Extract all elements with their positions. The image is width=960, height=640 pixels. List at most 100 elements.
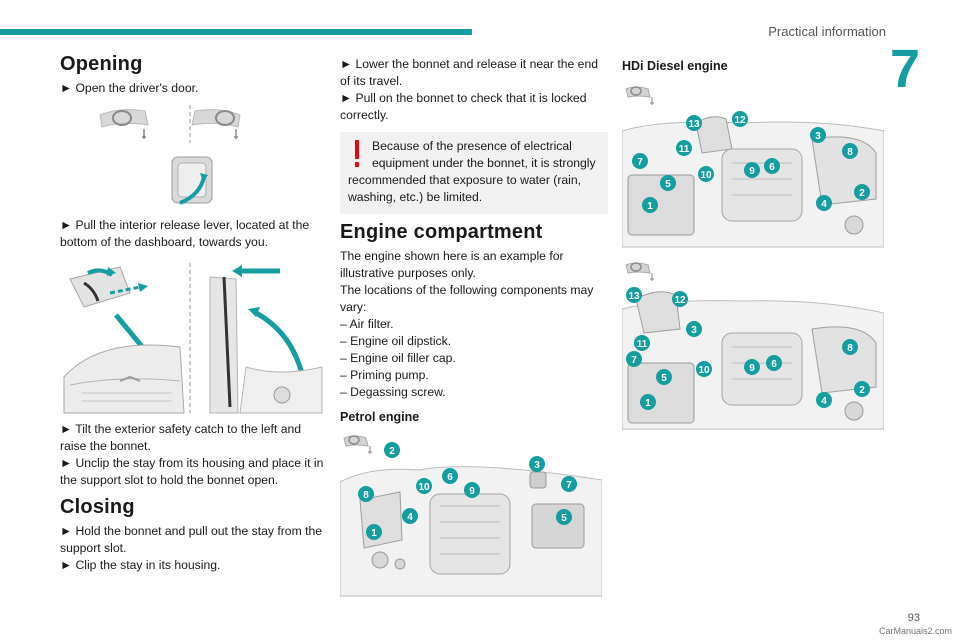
- svg-text:13: 13: [628, 291, 640, 302]
- petrol-engine-illustration: 2 3 6 10 9 7 8 4 5 1: [340, 430, 608, 598]
- engine-item-priming-pump: – Priming pump.: [340, 368, 429, 382]
- svg-text:8: 8: [847, 147, 853, 158]
- engine-item-degassing-screw: – Degassing screw.: [340, 385, 446, 399]
- petrol-callouts: 2 3 6 10 9 7 8 4 5 1: [358, 442, 577, 540]
- svg-text:2: 2: [859, 188, 865, 199]
- callout-5: 5: [556, 509, 572, 525]
- svg-text:1: 1: [647, 201, 653, 212]
- callout-6: 6: [442, 468, 458, 484]
- svg-text:7: 7: [637, 157, 643, 168]
- callout-5: 5: [656, 369, 672, 385]
- driver-door-illustration: [60, 103, 325, 211]
- diesel-lhd-callouts: 13 12 3 11 8 7 6 9 10 5 2 4 1: [632, 111, 870, 213]
- svg-text:2: 2: [859, 385, 865, 396]
- callout-13: 13: [686, 115, 702, 131]
- callout-1: 1: [640, 394, 656, 410]
- column-opening: Opening ► Open the driver's door.: [60, 53, 325, 574]
- opening-step-1: ► Open the driver's door.: [60, 81, 199, 95]
- callout-8: 8: [842, 143, 858, 159]
- steering-wheel-icon: [625, 86, 654, 105]
- diesel-engine-label: HDi Diesel engine: [622, 59, 728, 73]
- closing-step-1: ► Hold the bonnet and pull out the stay …: [60, 524, 323, 555]
- svg-text:7: 7: [631, 355, 637, 366]
- callout-8: 8: [358, 486, 374, 502]
- svg-text:5: 5: [665, 179, 671, 190]
- callout-2: 2: [854, 381, 870, 397]
- engine-item-air-filter: – Air filter.: [340, 317, 394, 331]
- header-accent-bar: [0, 29, 472, 35]
- opening-step-2: ► Pull the interior release lever, locat…: [60, 218, 310, 249]
- page-number: 93: [907, 612, 920, 624]
- water-warning-box: Because of the presence of electrical eq…: [340, 132, 608, 214]
- svg-text:10: 10: [418, 482, 430, 493]
- opening-step-4: ► Unclip the stay from its housing and p…: [60, 456, 324, 487]
- svg-text:10: 10: [700, 170, 712, 181]
- callout-12: 12: [732, 111, 748, 127]
- callout-4: 4: [816, 392, 832, 408]
- callout-2: 2: [854, 184, 870, 200]
- chapter-number: 7: [889, 39, 920, 99]
- svg-text:7: 7: [566, 480, 572, 491]
- callout-11: 11: [634, 335, 650, 351]
- svg-text:11: 11: [679, 144, 690, 155]
- callout-5: 5: [660, 175, 676, 191]
- callout-3: 3: [686, 321, 702, 337]
- callout-13: 13: [626, 287, 642, 303]
- svg-text:1: 1: [371, 528, 377, 539]
- callout-1: 1: [642, 197, 658, 213]
- engine-intro-2: The locations of the following component…: [340, 283, 594, 314]
- svg-text:3: 3: [815, 131, 821, 142]
- svg-text:12: 12: [734, 115, 746, 126]
- svg-text:11: 11: [637, 339, 648, 350]
- callout-1: 1: [366, 524, 382, 540]
- callout-10: 10: [698, 166, 714, 182]
- callout-8: 8: [842, 339, 858, 355]
- column-engine-compartment: ► Lower the bonnet and release it near t…: [340, 56, 608, 598]
- callout-10: 10: [416, 478, 432, 494]
- callout-3: 3: [529, 456, 545, 472]
- callout-6: 6: [766, 355, 782, 371]
- steering-wheel-icon: [343, 435, 372, 454]
- callout-4: 4: [402, 508, 418, 524]
- callout-12: 12: [672, 291, 688, 307]
- callout-2: 2: [384, 442, 400, 458]
- svg-text:1: 1: [645, 398, 651, 409]
- callout-7: 7: [626, 351, 642, 367]
- site-watermark: CarManuals2.com: [878, 626, 952, 636]
- steering-wheel-icon: [625, 262, 654, 281]
- warning-text-first: Because of the presence of electrical eq…: [372, 139, 596, 170]
- svg-text:10: 10: [698, 365, 710, 376]
- opening-heading: Opening: [60, 53, 143, 75]
- lower-bonnet-step: ► Lower the bonnet and release it near t…: [340, 57, 599, 88]
- callout-4: 4: [816, 195, 832, 211]
- svg-text:4: 4: [407, 512, 413, 523]
- svg-text:9: 9: [469, 486, 475, 497]
- diesel-rhd-callouts: 13 12 3 11 8 7 6 9 10 5 2 4 1: [626, 287, 870, 410]
- svg-text:6: 6: [771, 359, 777, 370]
- svg-text:9: 9: [749, 363, 755, 374]
- petrol-engine-label: Petrol engine: [340, 410, 420, 424]
- svg-text:4: 4: [821, 199, 827, 210]
- check-bonnet-step: ► Pull on the bonnet to check that it is…: [340, 91, 587, 122]
- svg-text:3: 3: [534, 460, 540, 471]
- section-header-title: Practical information: [768, 24, 886, 39]
- svg-text:8: 8: [363, 490, 369, 501]
- callout-9: 9: [464, 482, 480, 498]
- engine-item-oil-cap: – Engine oil filler cap.: [340, 351, 456, 365]
- svg-text:8: 8: [847, 343, 853, 354]
- svg-text:4: 4: [821, 396, 827, 407]
- engine-compartment-heading: Engine compartment: [340, 221, 543, 243]
- diesel-engine-lhd-illustration: 13 12 3 11 8 7 6 9 10 5 2 4 1: [622, 79, 892, 249]
- diesel-engine-rhd-illustration: 13 12 3 11 8 7 6 9 10 5 2 4 1: [622, 259, 892, 431]
- callout-3: 3: [810, 127, 826, 143]
- engine-intro-1: The engine shown here is an example for …: [340, 249, 564, 280]
- column-diesel-engine: HDi Diesel engine 13 12 3 11 8 7 6: [622, 56, 892, 431]
- svg-text:5: 5: [561, 513, 567, 524]
- callout-9: 9: [744, 162, 760, 178]
- callout-9: 9: [744, 359, 760, 375]
- callout-10: 10: [696, 361, 712, 377]
- closing-heading: Closing: [60, 496, 135, 518]
- svg-text:6: 6: [447, 472, 453, 483]
- callout-6: 6: [764, 158, 780, 174]
- engine-item-dipstick: – Engine oil dipstick.: [340, 334, 452, 348]
